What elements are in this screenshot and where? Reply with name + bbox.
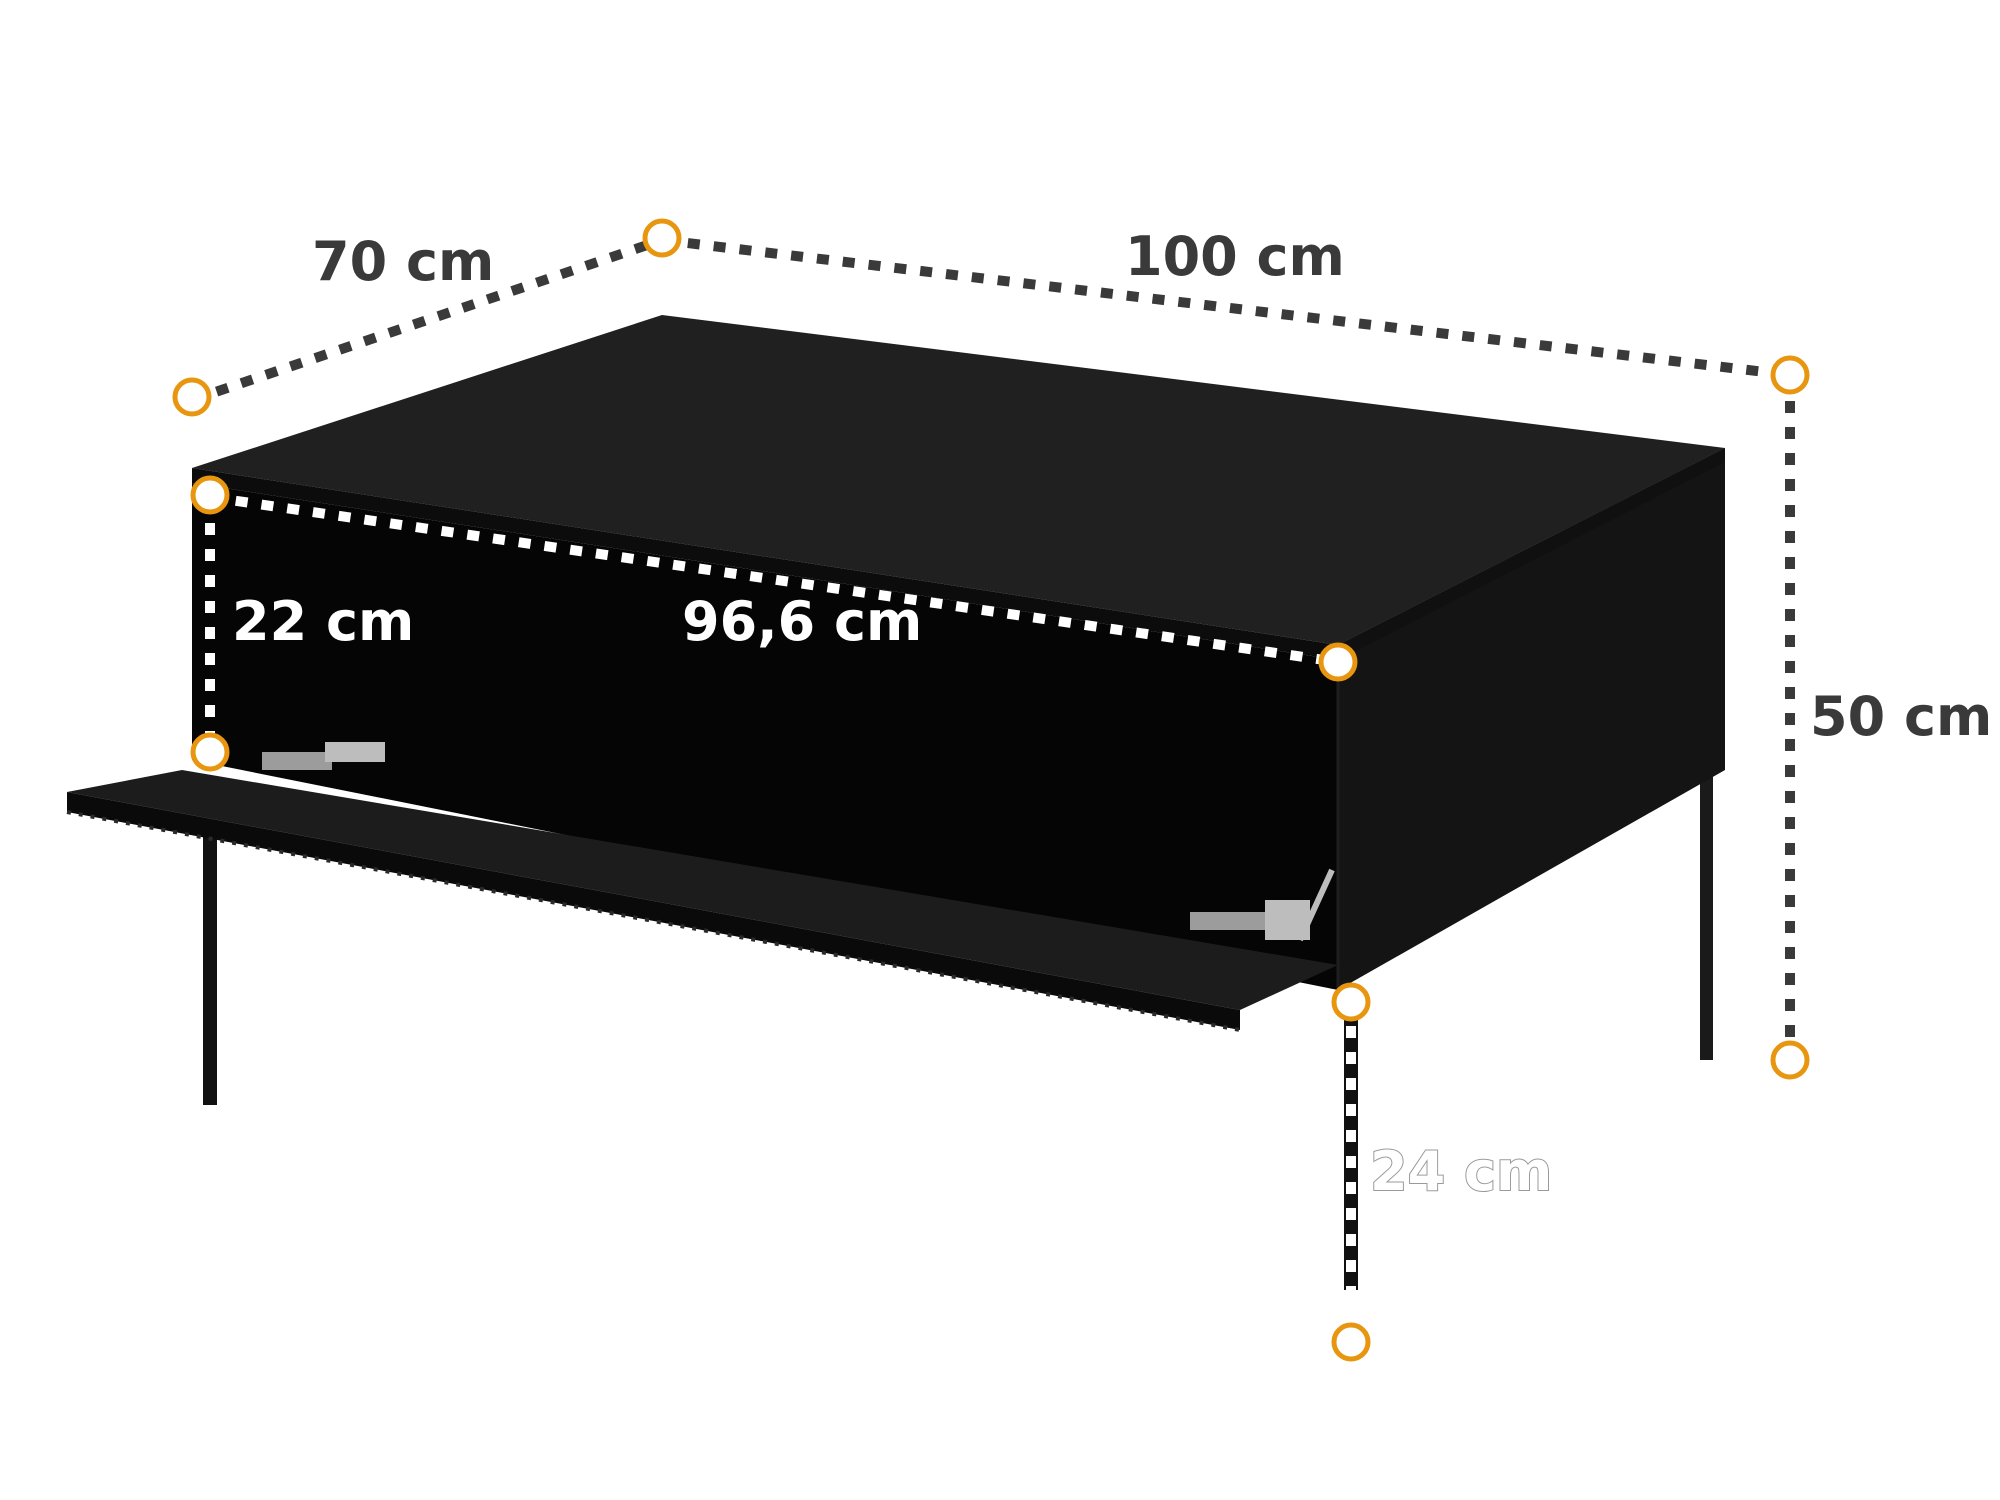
marker-height-bottom <box>1770 1040 1810 1080</box>
drawer-width-label: 96,6 cm <box>682 590 922 653</box>
back-right-leg <box>1700 770 1713 1060</box>
dimension-markers <box>172 218 1810 1362</box>
marker-depth-end <box>642 218 682 258</box>
leg-height-label: 24 cm <box>1370 1140 1552 1203</box>
marker-leg-top <box>1331 982 1371 1022</box>
marker-width-end <box>1770 355 1810 395</box>
marker-drawer-bottom-left <box>190 732 230 772</box>
drawer-front-open <box>67 770 1338 1010</box>
width-dim-line <box>661 235 1791 380</box>
dimension-labels: 70 cm 100 cm 50 cm 22 cm 96,6 cm 24 cm <box>232 225 1992 1204</box>
hinge-right <box>1190 868 1335 942</box>
depth-dim-line <box>190 235 664 405</box>
marker-drawer-top-left <box>190 475 230 515</box>
table-top <box>192 315 1725 645</box>
drawer-width-dim-line <box>209 492 1339 667</box>
dimension-lines <box>190 235 1795 1340</box>
hinge-left <box>262 742 385 770</box>
drawer-cavity <box>192 483 1338 990</box>
height-label: 50 cm <box>1810 685 1992 748</box>
table-top-edge <box>192 468 1338 660</box>
width-label: 100 cm <box>1125 225 1345 288</box>
coffee-table <box>66 315 1725 1290</box>
drawer-front-ribbed-edge <box>67 792 1240 1030</box>
marker-drawer-top-right <box>1318 642 1358 682</box>
marker-leg-bottom <box>1331 1322 1371 1362</box>
table-top-side-edge <box>1338 448 1725 660</box>
marker-depth-start <box>172 377 212 417</box>
table-right-side <box>1338 448 1725 990</box>
drawer-height-label: 22 cm <box>232 590 414 653</box>
depth-label: 70 cm <box>312 230 494 293</box>
front-left-leg <box>203 820 217 1105</box>
